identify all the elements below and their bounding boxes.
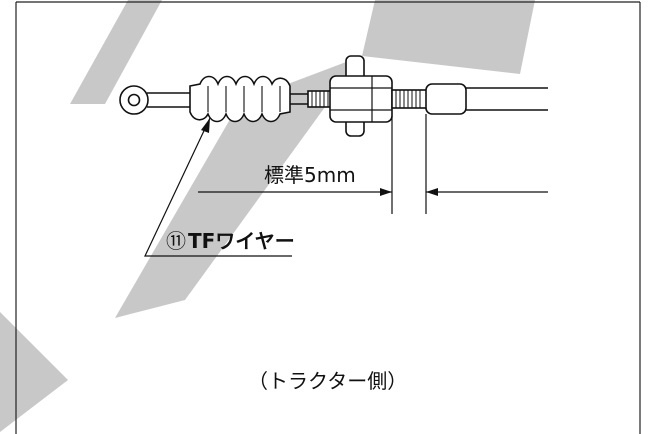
watermark-stripe-large	[362, 0, 535, 74]
leader-line	[144, 117, 292, 257]
threaded-end-lines	[311, 91, 329, 107]
nut-body	[329, 75, 393, 123]
watermark-stripe-left	[0, 312, 68, 432]
dimension-arrow-right	[426, 188, 438, 196]
adjuster-thread-lines	[395, 90, 421, 108]
casing-fitting	[425, 83, 467, 115]
callout-label: TFワイヤー	[188, 229, 295, 253]
outer-cable	[466, 87, 548, 111]
rubber-boot-ribs	[207, 86, 281, 112]
dimension-5mm	[198, 114, 548, 214]
dimension-arrow-left	[380, 188, 392, 196]
inner-rod	[290, 93, 308, 105]
nut-facets	[330, 76, 392, 122]
watermark-arrows	[0, 0, 535, 432]
frame	[15, 1, 641, 434]
callout-number: ⑪	[166, 229, 186, 253]
cable-assembly	[119, 55, 548, 137]
callout-leader	[144, 117, 292, 257]
cable-eye-inner	[127, 93, 141, 107]
adjuster-thread	[391, 89, 429, 109]
cable-eye-shank	[147, 92, 192, 108]
caption-tractor-side: （トラクター側）	[248, 369, 407, 393]
dimension-label: 標準5mm	[264, 163, 356, 187]
watermark-stripe-top	[70, 0, 162, 104]
rubber-boot	[189, 75, 291, 123]
watermark-stripe-middle	[115, 56, 362, 318]
leader-arrowhead	[201, 118, 210, 133]
